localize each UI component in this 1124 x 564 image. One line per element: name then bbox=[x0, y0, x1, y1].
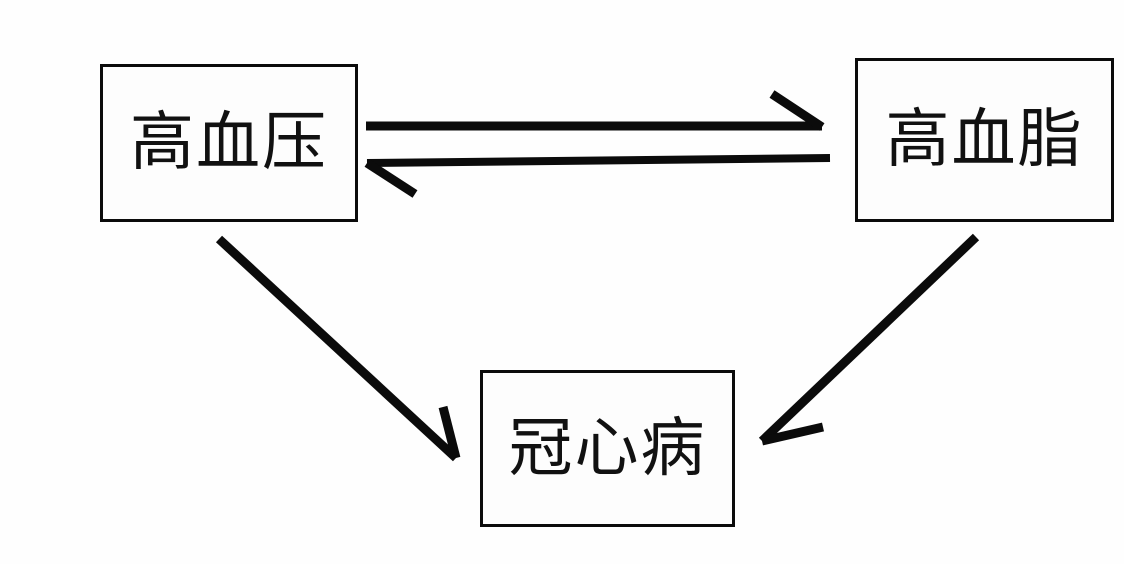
arrowhead-barb-down-left bbox=[760, 422, 825, 446]
edge-hypertension-to-chd[interactable] bbox=[215, 235, 461, 462]
node-chd[interactable]: 冠心病 bbox=[480, 370, 735, 527]
edge-line-hypertension-to-chd bbox=[215, 235, 460, 462]
node-chd-label: 冠心病 bbox=[508, 412, 707, 484]
arrowhead-barb-down-right bbox=[438, 405, 461, 460]
node-hypertension-label: 高血压 bbox=[130, 107, 328, 178]
arrowhead-barb-left-lower bbox=[364, 159, 418, 198]
node-hypertension[interactable]: 高血压 bbox=[100, 64, 358, 222]
edge-line-hyperlipidemia-to-chd bbox=[758, 233, 980, 445]
edge-line-hyperlipidemia-to-hypertension bbox=[366, 154, 831, 167]
arrowhead-barb-right-upper bbox=[769, 90, 825, 131]
edge-hypertension-to-hyperlipidemia[interactable] bbox=[366, 90, 825, 131]
node-hyperlipidemia[interactable]: 高血脂 bbox=[855, 58, 1114, 222]
node-hyperlipidemia-label: 高血脂 bbox=[885, 104, 1084, 175]
edge-hyperlipidemia-to-chd[interactable] bbox=[758, 233, 980, 446]
edge-hyperlipidemia-to-hypertension[interactable] bbox=[364, 154, 831, 198]
